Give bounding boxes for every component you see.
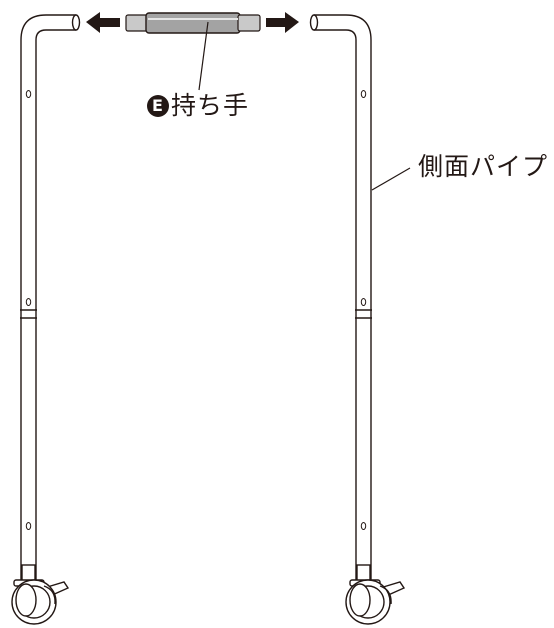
handle-part (125, 12, 261, 34)
left-caster (11, 579, 70, 625)
right-side-pipe (309, 14, 372, 584)
left-side-pipe (20, 14, 81, 584)
screw-hole-icon (360, 90, 367, 530)
screw-hole-icon (25, 90, 32, 530)
side-pipe-leader-line (371, 167, 411, 191)
handle-marker-badge: E (147, 95, 169, 117)
side-pipe-label: 側面パイプ (418, 152, 549, 181)
arrow-right-icon (266, 12, 299, 33)
arrow-left-icon (86, 12, 120, 33)
right-caster (345, 579, 406, 625)
handle-leader-line (198, 21, 209, 91)
handle-label-text: 持ち手 (171, 91, 250, 120)
